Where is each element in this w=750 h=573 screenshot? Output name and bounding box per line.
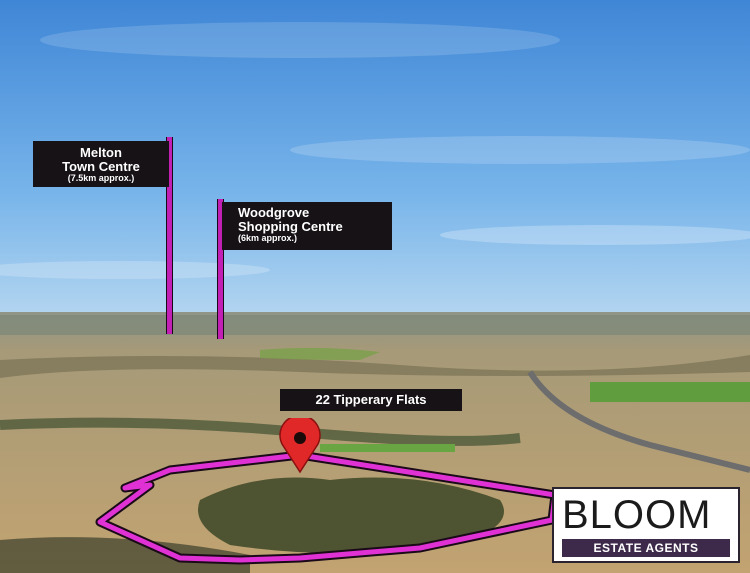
melton-marker: Melton Town Centre (7.5km approx.) bbox=[33, 141, 169, 187]
woodgrove-name-line2: Shopping Centre bbox=[238, 218, 343, 234]
logo-wordmark: BLOOM bbox=[562, 493, 712, 537]
logo-tagline: ESTATE AGENTS bbox=[562, 539, 730, 557]
melton-pole bbox=[166, 137, 173, 334]
woodgrove-distance: (6km approx.) bbox=[238, 233, 298, 244]
melton-name-line2: Town Centre bbox=[62, 158, 140, 174]
woodgrove-name-line1: Woodgrove bbox=[238, 205, 310, 220]
bloom-logo: BLOOM ESTATE AGENTS bbox=[552, 487, 740, 563]
woodgrove-pole bbox=[217, 199, 224, 339]
melton-distance: (7.5km approx.) bbox=[67, 173, 135, 184]
property-address-label: 22 Tipperary Flats bbox=[280, 389, 462, 411]
woodgrove-marker: Woodgrove Shopping Centre (6km approx.) bbox=[222, 202, 392, 250]
location-pin-icon bbox=[279, 418, 321, 474]
melton-name-line1: Melton bbox=[80, 145, 122, 160]
